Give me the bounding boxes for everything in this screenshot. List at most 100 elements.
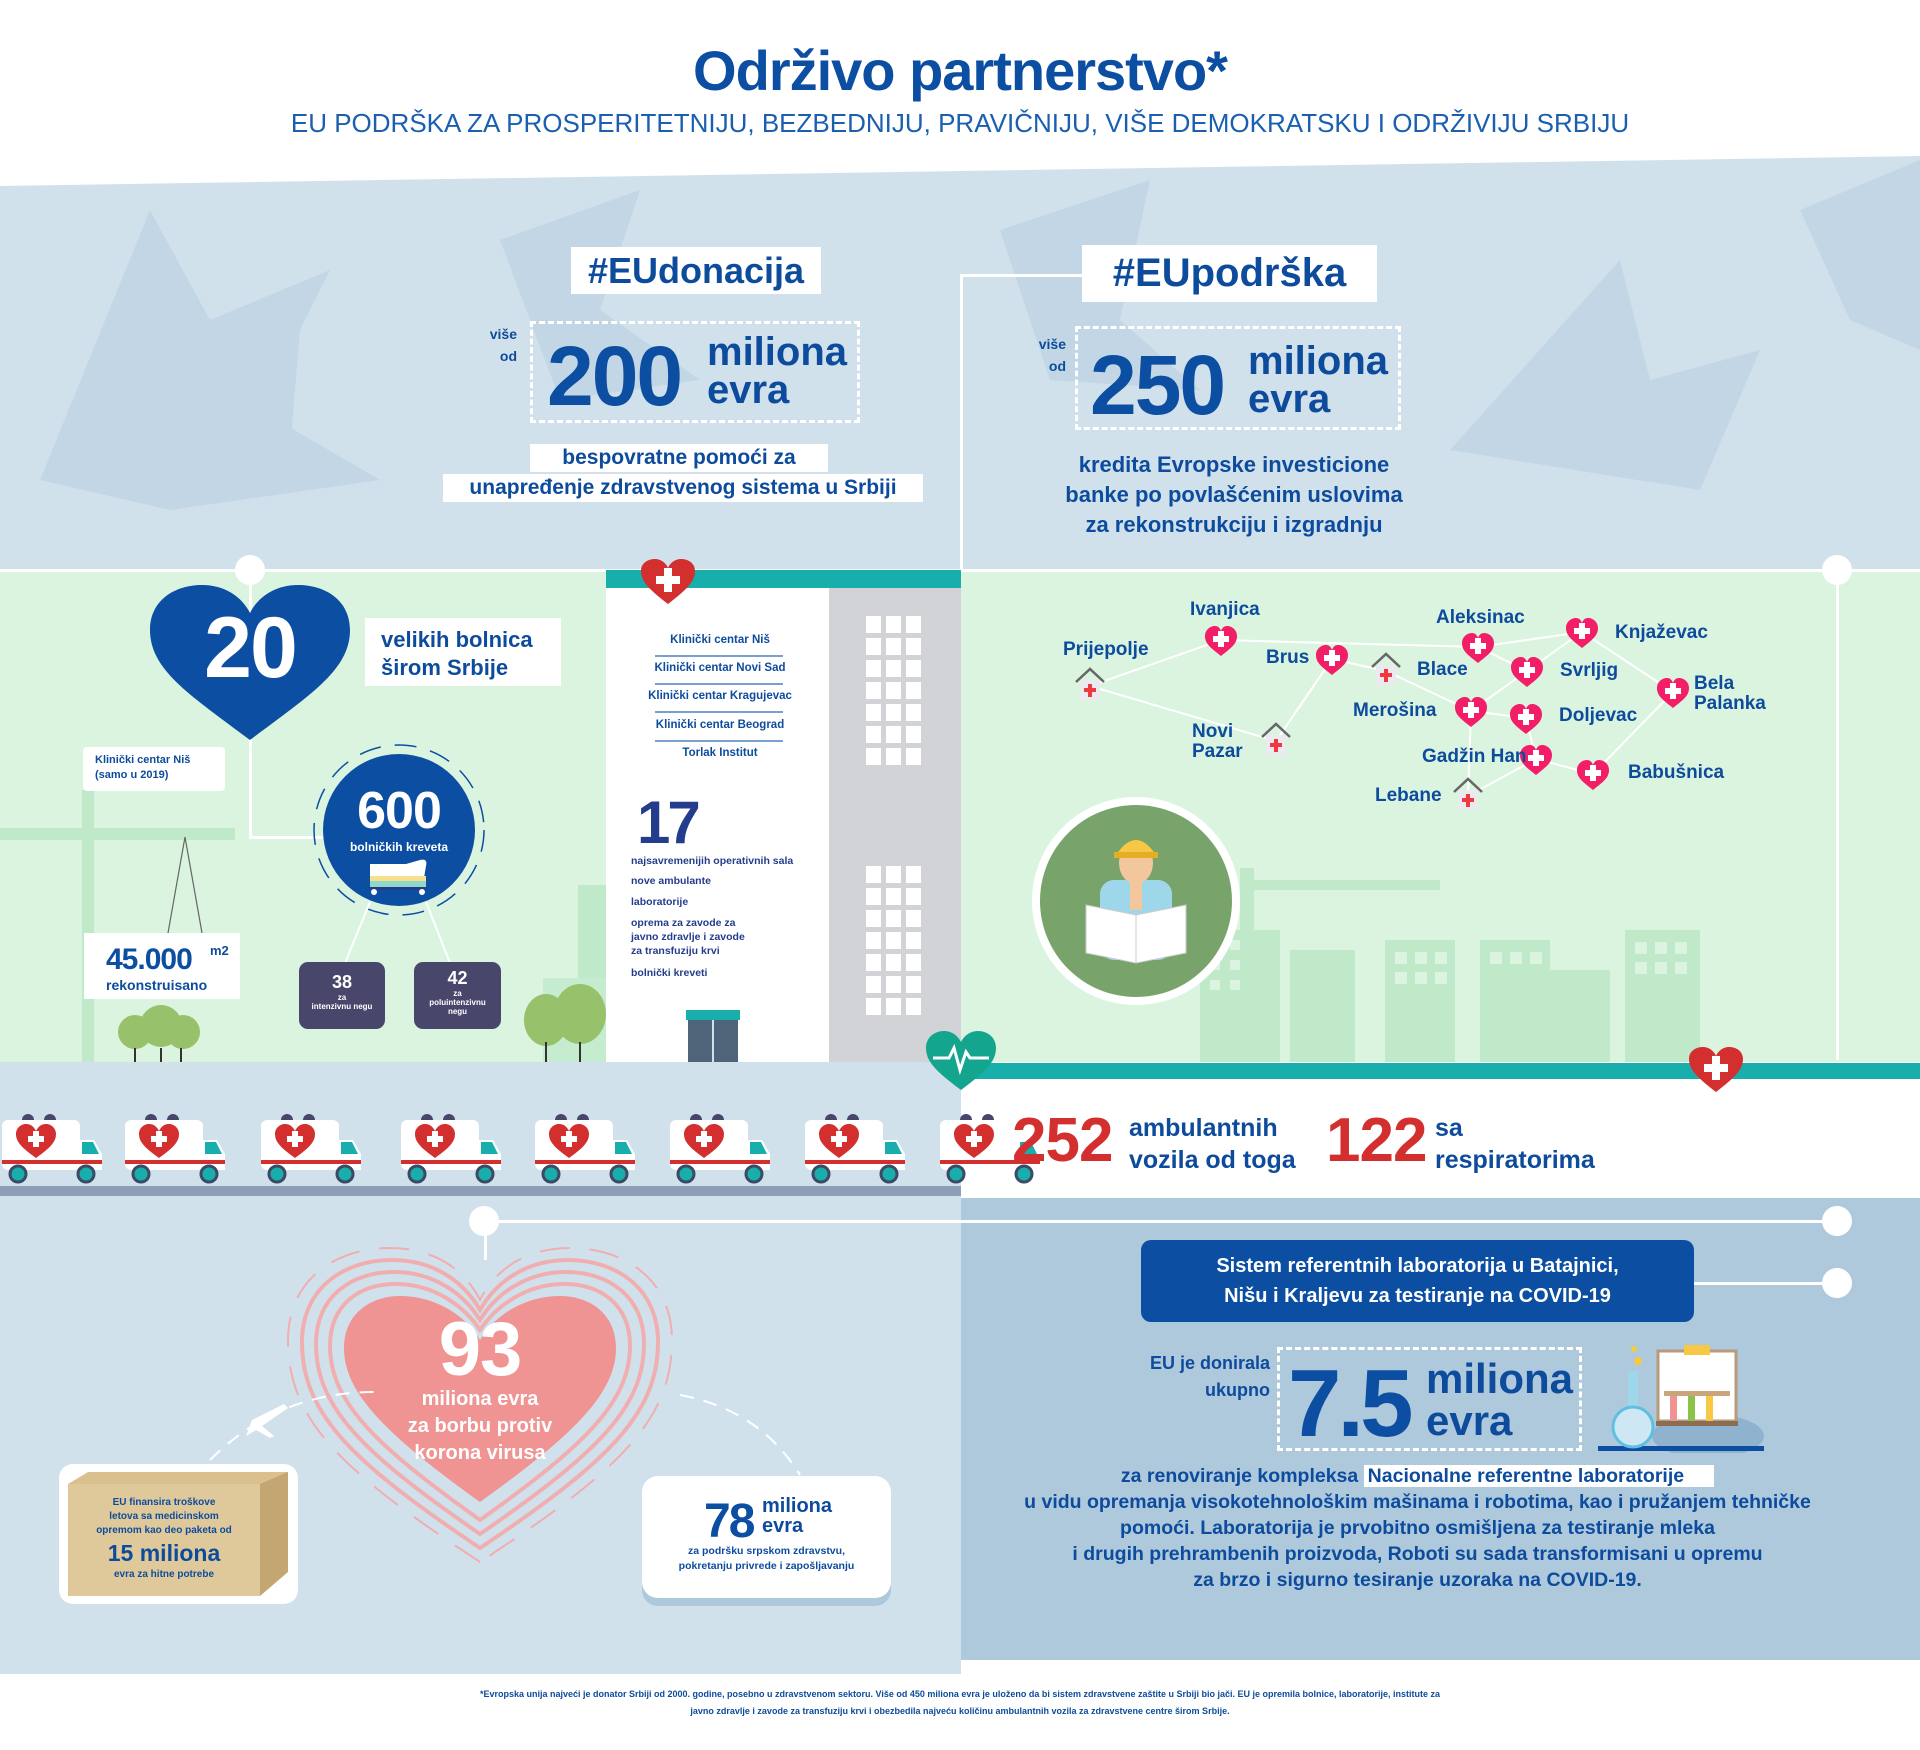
window [866, 976, 881, 993]
window [866, 616, 881, 633]
window [886, 726, 901, 743]
window [866, 954, 881, 971]
window [866, 704, 881, 721]
nis-note: Klinički centar Niš (samo u 2019) [83, 747, 225, 791]
window [886, 954, 901, 971]
building-roof [606, 570, 961, 588]
window [886, 888, 901, 905]
hospital-building [606, 570, 829, 1062]
caption-line: banke po povlašćenim uslovima [1065, 482, 1403, 507]
divider [655, 740, 783, 742]
ambulance-icon [670, 1114, 770, 1184]
building-door [688, 1020, 738, 1062]
window [886, 704, 901, 721]
area-box: 45.000 m2 rekonstruisano [84, 933, 240, 999]
prefix-line: EU je donirala [1149, 1353, 1270, 1373]
semi-icu-label: negu [447, 1007, 468, 1016]
window [866, 660, 881, 677]
donation-caption: unapređenje zdravstvenog sistema u Srbij… [443, 474, 923, 502]
connector-dot [1822, 1268, 1852, 1298]
map-place-label: Merošina [1353, 700, 1437, 721]
support-unit: evra [1248, 377, 1331, 421]
footnote-line: *Evropska unija najveći je donator Srbij… [479, 1689, 1441, 1699]
prefix-line: od [499, 348, 517, 365]
beds-count: 600 [357, 782, 442, 840]
ambulance-icon [125, 1114, 225, 1184]
window [906, 660, 921, 677]
window [866, 682, 881, 699]
label-line: miliona evra [421, 1388, 539, 1410]
building-service: laboratorije [631, 896, 689, 908]
map-place-label: Bela Palanka [1694, 674, 1766, 714]
beds-branch-lines-icon [342, 901, 453, 969]
window [906, 998, 921, 1015]
respirator-count: 122 [1326, 1106, 1427, 1175]
beds-ring-icon [313, 744, 485, 916]
window [906, 866, 921, 883]
unit-line: miliona [762, 1495, 833, 1517]
connector-line [960, 274, 963, 572]
heartbeat-heart-icon [926, 1031, 996, 1090]
text-line: pokretanju privrede i zapošljavanju [678, 1560, 855, 1572]
connector-line [484, 1220, 1837, 1223]
caption-line: kredita Evropske investicione [1078, 452, 1390, 477]
red-heart-cross-icon [641, 559, 695, 604]
window [886, 616, 901, 633]
labs-paragraph-line: za renoviranje kompleksa Nacionalne refe… [1000, 1465, 1835, 1488]
ambulance-label: ambulantnih vozila od toga [1129, 1112, 1296, 1176]
cargo-box-text: EU finansira troškove letova sa medicins… [68, 1496, 260, 1582]
window [906, 726, 921, 743]
donation-caption: bespovratne pomoći za [530, 444, 828, 472]
window [906, 616, 921, 633]
clinic-name: Klinički centar Kragujevac [648, 690, 792, 702]
footnote-line: javno zdravlje i zavode za transfuziju k… [690, 1706, 1230, 1716]
ambulance-icon [261, 1114, 361, 1184]
map-place-label: Doljevac [1559, 705, 1638, 726]
support-hashtag: #EUpodrška [1082, 245, 1377, 302]
connector-line [484, 1220, 487, 1260]
label-line: širom Srbije [381, 655, 509, 680]
footnote: *Evropska unija najveći je donator Srbij… [0, 1686, 1920, 1720]
window [866, 888, 881, 905]
connector-dot [1822, 1206, 1852, 1236]
engineer-worker-icon [1032, 797, 1240, 1005]
trees-icon [118, 1005, 200, 1062]
ambulance-icon [2, 1114, 102, 1184]
map-place-label: Babušnica [1628, 762, 1725, 783]
window [906, 888, 921, 905]
highlighted-text: Nacionalne referentne laboratorije [1363, 1465, 1715, 1487]
connector-line [249, 836, 329, 839]
label-line: sa [1435, 1114, 1463, 1142]
ambulance-icon [535, 1114, 635, 1184]
window [886, 998, 901, 1015]
card-text: za podršku srpskom zdravstvu,pokretanju … [642, 1544, 891, 1574]
ambulance-count: 252 [1012, 1106, 1113, 1175]
prefix-line: više [1038, 336, 1066, 352]
area-label: rekonstruisano [106, 977, 208, 993]
ambulance-icon [940, 1114, 1040, 1184]
label-line: vozila od toga [1129, 1146, 1296, 1174]
label-line: ambulantnih [1129, 1114, 1278, 1142]
map-place-label: Prijepolje [1063, 639, 1149, 660]
corona-label: miliona evra za borbu protiv korona viru… [380, 1386, 580, 1467]
crane-cable-icon [167, 836, 203, 934]
icu-label: za [337, 993, 347, 1002]
donation-amount: 200 [547, 329, 683, 423]
road [0, 1186, 961, 1196]
trees-icon [524, 984, 606, 1062]
icu-box: 38 za intenzivnu negu [299, 962, 385, 1029]
icu-count: 38 [331, 972, 353, 992]
operating-rooms-count: 17 [637, 789, 701, 856]
card-amount: 78 [704, 1495, 755, 1548]
window [886, 748, 901, 765]
icu-label: intenzivnu negu [311, 1002, 373, 1011]
corona-amount: 93 [438, 1307, 523, 1392]
support-amount: 250 [1090, 338, 1226, 432]
beds-label: bolničkih kreveta [349, 840, 449, 854]
teal-divider [961, 1063, 1920, 1079]
divider [655, 655, 783, 657]
window [886, 638, 901, 655]
